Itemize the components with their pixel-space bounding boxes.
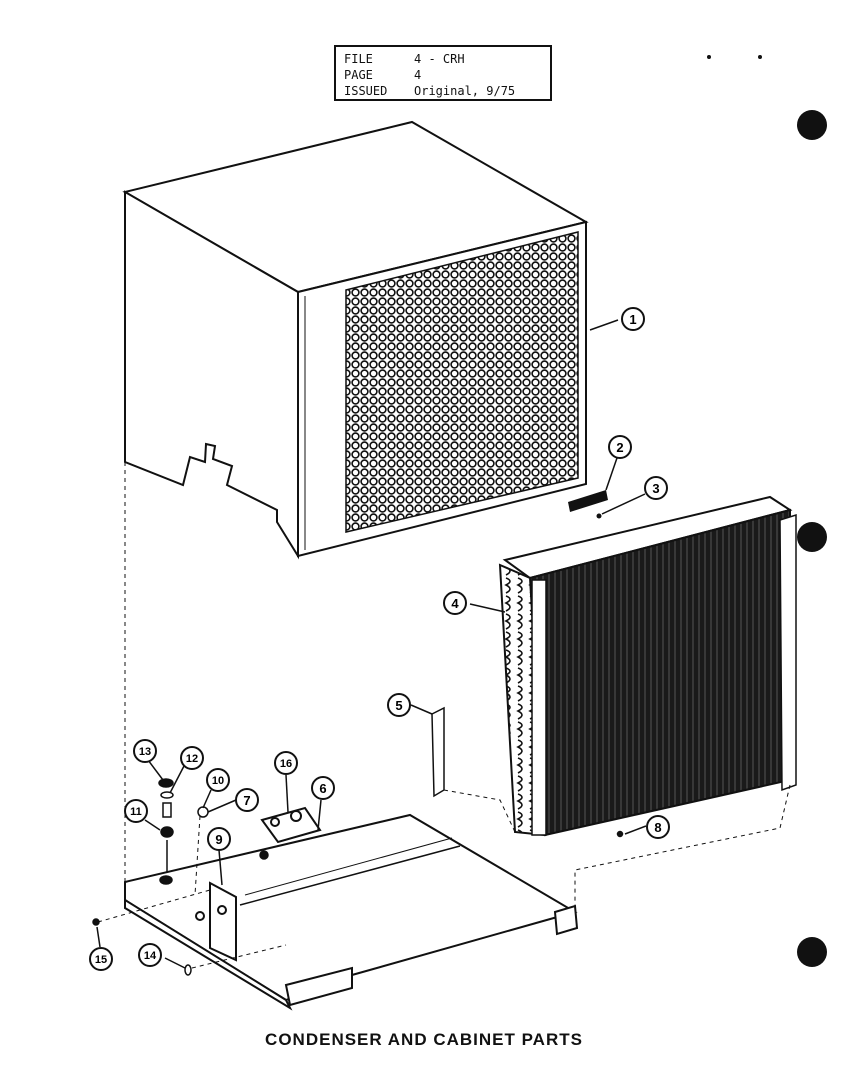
callout-10: 10 — [206, 768, 230, 792]
strip-part — [568, 454, 646, 519]
callout-7: 7 — [235, 788, 259, 812]
svg-text:3: 3 — [652, 481, 659, 496]
callout-9: 9 — [207, 827, 231, 851]
bracket-part — [410, 704, 445, 798]
callout-11: 11 — [124, 799, 148, 823]
page-value: 4 — [414, 68, 422, 82]
svg-text:8: 8 — [654, 820, 661, 835]
svg-text:4: 4 — [451, 596, 459, 611]
issued-value: Original, 9/75 — [414, 84, 516, 98]
svg-text:2: 2 — [616, 440, 623, 455]
callout-14: 14 — [138, 943, 162, 967]
file-info-box: FILE 4 - CRH PAGE 4 ISSUED Original, 9/7… — [334, 45, 552, 101]
svg-text:10: 10 — [212, 775, 224, 787]
dashed-guide-lines — [97, 462, 791, 969]
svg-text:13: 13 — [139, 746, 151, 758]
hardware-parts — [92, 778, 624, 976]
file-row: FILE 4 - CRH — [344, 51, 550, 67]
callout-8: 8 — [646, 815, 670, 839]
svg-text:16: 16 — [280, 758, 292, 770]
leader-lines — [96, 759, 647, 969]
svg-text:6: 6 — [319, 781, 326, 796]
diagram-caption: CONDENSER AND CABINET PARTS — [265, 1030, 583, 1049]
svg-text:12: 12 — [186, 753, 198, 765]
base-pan-part — [124, 806, 579, 1011]
callout-4: 4 — [443, 591, 467, 615]
callout-16: 16 — [274, 751, 298, 775]
svg-text:5: 5 — [395, 698, 402, 713]
file-label: FILE — [344, 52, 373, 66]
callout-5: 5 — [387, 693, 411, 717]
page-row: PAGE 4 — [344, 67, 550, 83]
svg-text:11: 11 — [130, 806, 142, 818]
callout-3: 3 — [644, 476, 668, 500]
condenser-coil-part — [469, 495, 797, 837]
svg-text:9: 9 — [215, 832, 222, 847]
svg-text:15: 15 — [95, 954, 107, 966]
callout-6: 6 — [311, 776, 335, 800]
cabinet-part — [122, 120, 589, 560]
file-value: 4 - CRH — [414, 52, 465, 66]
svg-text:7: 7 — [243, 793, 250, 808]
binder-hole-marks — [707, 55, 827, 967]
callout-1: 1 — [621, 307, 645, 331]
callout-2: 2 — [608, 435, 632, 459]
issued-label: ISSUED — [344, 84, 388, 98]
callout-12: 12 — [180, 746, 204, 770]
issued-row: ISSUED Original, 9/75 — [344, 83, 550, 99]
callout-15: 15 — [89, 947, 113, 971]
svg-text:1: 1 — [629, 312, 636, 327]
svg-text:14: 14 — [144, 950, 157, 962]
callout-13: 13 — [133, 739, 157, 763]
page-label: PAGE — [344, 68, 373, 82]
